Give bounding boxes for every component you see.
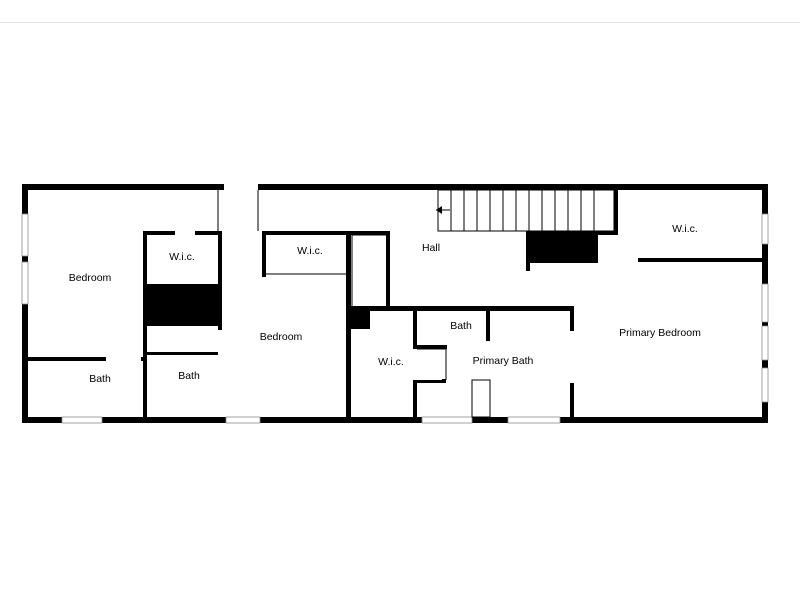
exterior-walls bbox=[22, 184, 768, 423]
window-right-2 bbox=[761, 283, 769, 323]
room-label-bath-lower-left: Bath bbox=[89, 373, 111, 385]
room-label-wic-left: W.i.c. bbox=[169, 251, 195, 263]
room-label-bedroom-center: Bedroom bbox=[260, 331, 303, 343]
room-label-bedroom-left: Bedroom bbox=[69, 272, 112, 284]
page-top-divider bbox=[0, 22, 800, 23]
windows bbox=[21, 213, 769, 424]
window-bottom-1 bbox=[61, 416, 103, 424]
window-right-3 bbox=[761, 325, 769, 361]
window-left-1 bbox=[21, 213, 29, 257]
stair-arrow-icon bbox=[436, 206, 442, 214]
thin-lines bbox=[217, 190, 491, 418]
room-label-wic-lower: W.i.c. bbox=[378, 356, 404, 368]
window-bottom-4 bbox=[507, 416, 561, 424]
room-labels: Bedroom W.i.c. Bath Bath W.i.c. Bedroom … bbox=[69, 223, 701, 385]
room-label-hall: Hall bbox=[422, 242, 440, 254]
window-bottom-2 bbox=[225, 416, 261, 424]
room-label-wic-right: W.i.c. bbox=[672, 223, 698, 235]
room-label-primary-bedroom: Primary Bedroom bbox=[619, 327, 701, 339]
staircase bbox=[436, 189, 615, 232]
room-label-wic-center: W.i.c. bbox=[297, 245, 323, 257]
bath-fixture bbox=[471, 379, 491, 418]
room-label-bath-center-left: Bath bbox=[178, 370, 200, 382]
window-right-1 bbox=[761, 213, 769, 245]
window-bottom-3 bbox=[421, 416, 473, 424]
room-label-bath-small: Bath bbox=[450, 320, 472, 332]
window-right-4 bbox=[761, 367, 769, 403]
interior-walls bbox=[28, 190, 762, 419]
room-label-primary-bath: Primary Bath bbox=[473, 355, 534, 367]
window-left-2 bbox=[21, 261, 29, 305]
